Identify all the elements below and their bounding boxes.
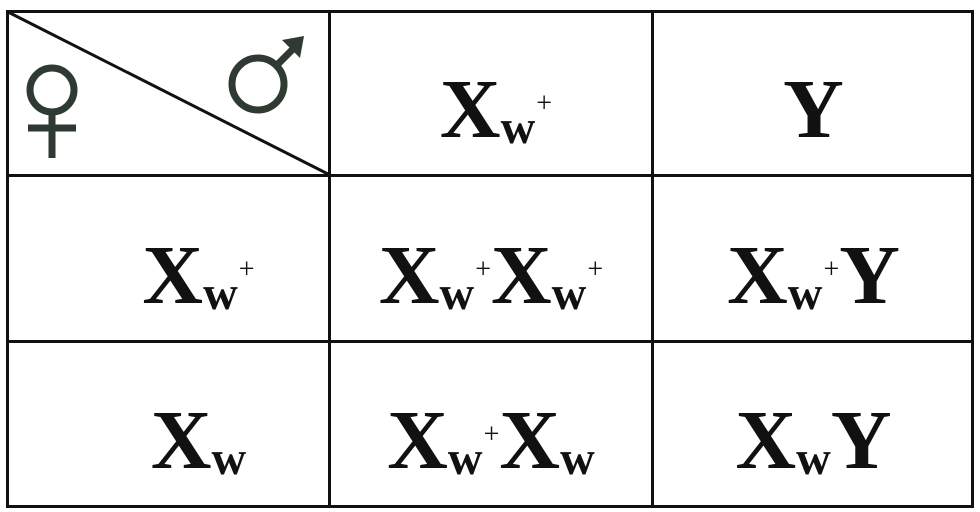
chromosome-label: Y [839, 229, 900, 322]
allele-superscript: w + [500, 88, 553, 154]
offspring-genotype-r1c2: X w + Y [654, 177, 971, 340]
border-right [971, 10, 974, 508]
col-divider-2 [651, 10, 654, 508]
offspring-genotype-r1c1: X w + X w + [331, 177, 651, 340]
chromosome-label: X [142, 229, 203, 322]
male-symbol-icon [228, 41, 301, 114]
border-top [6, 10, 974, 13]
header-allele-xw-plus: X w + [331, 13, 651, 174]
chromosome-label: X [439, 63, 501, 156]
row-header-allele-xw: X w [9, 343, 328, 505]
chromosome-label: X [727, 229, 788, 322]
chromosome-label: Y [783, 63, 844, 156]
row-header-allele-xw-plus: X w + [9, 177, 328, 340]
border-bottom [6, 505, 974, 508]
male-arrow-head-icon [282, 36, 304, 58]
row-divider-2 [6, 340, 974, 343]
border-left [6, 10, 9, 508]
allele-superscript: w + [439, 254, 491, 320]
chromosome-label: X [150, 394, 212, 487]
chromosome-label: Y [830, 394, 892, 487]
chromosome-label: X [387, 394, 448, 487]
row-divider-1 [6, 174, 974, 177]
allele-superscript: w [560, 432, 595, 485]
offspring-genotype-r2c2: X w Y [654, 343, 971, 505]
allele-superscript: w + [787, 254, 840, 320]
allele-superscript: w + [203, 254, 255, 320]
chromosome-label: X [378, 229, 440, 322]
header-allele-y: Y [654, 13, 971, 174]
allele-superscript: w + [551, 254, 604, 320]
chromosome-label: X [735, 394, 796, 487]
corner-cell [7, 10, 329, 176]
female-symbol-icon [26, 64, 78, 158]
offspring-genotype-r2c1: X w + X w [331, 343, 651, 505]
allele-superscript: w [796, 432, 831, 485]
allele-superscript: w [211, 432, 247, 485]
allele-superscript: w + [447, 419, 500, 485]
col-divider-1 [328, 10, 331, 508]
chromosome-label: X [491, 229, 552, 322]
chromosome-label: X [499, 394, 560, 487]
corner-diagonal [7, 10, 329, 176]
